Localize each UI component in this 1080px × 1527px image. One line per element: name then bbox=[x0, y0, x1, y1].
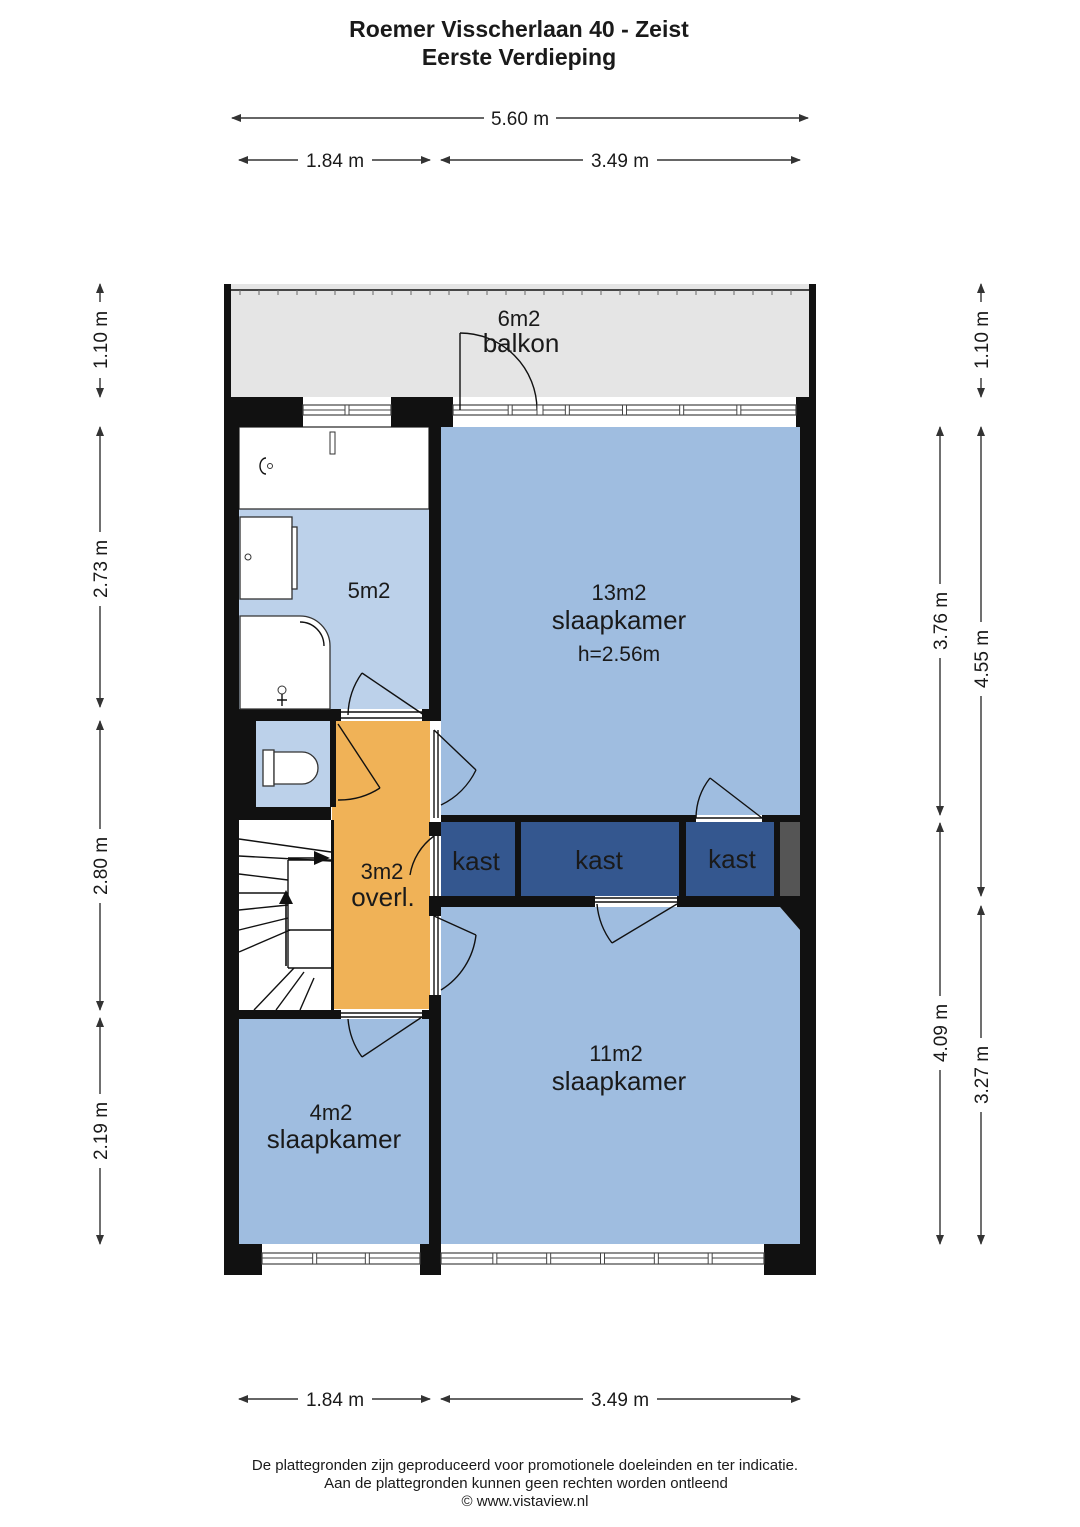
svg-text:5.60 m: 5.60 m bbox=[491, 109, 549, 130]
svg-text:h=2.56m: h=2.56m bbox=[578, 643, 660, 666]
balcony-door[interactable] bbox=[459, 332, 544, 416]
bedroom-large-area bbox=[441, 427, 800, 815]
room-label-kast-1: kast bbox=[452, 846, 500, 876]
closet-1-area bbox=[441, 822, 515, 896]
landing-area bbox=[332, 721, 430, 1009]
dimension-bottom-left: 1.84 m bbox=[238, 1390, 431, 1411]
dimension-left-2: 2.80 m bbox=[91, 720, 112, 1011]
washbasin-icon bbox=[239, 516, 298, 600]
dimension-right-balcony: 1.10 m bbox=[972, 283, 993, 398]
svg-text:1.10 m: 1.10 m bbox=[91, 311, 112, 369]
page-subtitle: Eerste Verdieping bbox=[422, 44, 616, 70]
svg-text:3.49 m: 3.49 m bbox=[591, 151, 649, 172]
window-mullion bbox=[736, 404, 742, 416]
dimension-left-balcony: 1.10 m bbox=[91, 283, 112, 398]
svg-text:1.10 m: 1.10 m bbox=[972, 311, 993, 369]
bathtub-drain-icon bbox=[259, 431, 336, 475]
window-mullion bbox=[312, 1252, 318, 1265]
copyright-link[interactable]: © www.vistaview.nl bbox=[462, 1493, 589, 1510]
dimension-right-outer-2: 3.27 m bbox=[972, 905, 993, 1245]
stair-direction-arrow-icon bbox=[279, 851, 330, 966]
window-mullion bbox=[622, 404, 627, 416]
stairs-area bbox=[239, 820, 331, 1010]
room-label-overloop: 3m2 overl. bbox=[351, 859, 415, 912]
svg-text:5m2: 5m2 bbox=[348, 578, 391, 603]
room-label-slaapkamer-4: 4m2 slaapkamer bbox=[267, 1100, 402, 1154]
windows bbox=[261, 404, 797, 1265]
svg-text:4m2: 4m2 bbox=[310, 1100, 353, 1125]
closet-3-door[interactable] bbox=[695, 777, 763, 819]
room-label-bathroom: 5m2 bbox=[348, 578, 391, 603]
closet-2-door[interactable] bbox=[595, 897, 678, 944]
landing-closet-door[interactable] bbox=[409, 835, 439, 896]
bedroom-small-door[interactable] bbox=[341, 1012, 423, 1058]
toilet-icon bbox=[262, 749, 319, 787]
window-mullion bbox=[600, 1252, 605, 1265]
room-label-kast-3: kast bbox=[708, 844, 756, 874]
svg-text:slaapkamer: slaapkamer bbox=[552, 1066, 687, 1096]
disclaimer-line-1: De plattegronden zijn geproduceerd voor … bbox=[252, 1457, 798, 1474]
svg-text:overl.: overl. bbox=[351, 882, 415, 912]
closet-3-area bbox=[686, 822, 774, 896]
svg-text:balkon: balkon bbox=[483, 328, 560, 358]
dimension-right-outer-1: 4.55 m bbox=[972, 426, 993, 897]
svg-text:3m2: 3m2 bbox=[361, 859, 404, 884]
window-mullion bbox=[507, 404, 513, 416]
svg-text:slaapkamer: slaapkamer bbox=[552, 605, 687, 635]
window-mullion bbox=[653, 1252, 659, 1265]
dimension-right-inner-2: 4.09 m bbox=[931, 822, 952, 1245]
toilet-door[interactable] bbox=[337, 723, 381, 801]
svg-text:2.80 m: 2.80 m bbox=[91, 837, 112, 895]
bedroom-medium-door[interactable] bbox=[433, 915, 477, 995]
dimension-top-total: 5.60 m bbox=[231, 109, 809, 130]
bedroom-small-area bbox=[239, 1019, 429, 1244]
svg-text:6m2: 6m2 bbox=[498, 306, 541, 331]
duct-shaft bbox=[780, 822, 800, 896]
svg-text:4.55 m: 4.55 m bbox=[972, 630, 993, 688]
room-label-slaapkamer-13: 13m2 slaapkamer h=2.56m bbox=[552, 580, 687, 666]
closet-2-area bbox=[521, 822, 679, 896]
svg-text:1.84 m: 1.84 m bbox=[306, 151, 364, 172]
svg-text:slaapkamer: slaapkamer bbox=[267, 1124, 402, 1154]
disclaimer-line-2: Aan de plattegronden kunnen geen rechten… bbox=[324, 1475, 728, 1492]
dimension-top-right: 3.49 m bbox=[440, 151, 801, 172]
window-mullion bbox=[564, 404, 570, 416]
dimension-bottom-right: 3.49 m bbox=[440, 1390, 801, 1411]
window-mullion bbox=[364, 1252, 370, 1265]
svg-text:2.73 m: 2.73 m bbox=[91, 540, 112, 598]
svg-text:3.27 m: 3.27 m bbox=[972, 1046, 993, 1104]
room-label-slaapkamer-11: 11m2 slaapkamer bbox=[552, 1041, 687, 1096]
svg-text:13m2: 13m2 bbox=[591, 580, 646, 605]
window-mullion bbox=[679, 404, 685, 416]
room-label-kast-2: kast bbox=[575, 845, 623, 875]
shower-cabin-icon bbox=[239, 615, 331, 710]
svg-text:3.76 m: 3.76 m bbox=[931, 592, 952, 650]
svg-text:2.19 m: 2.19 m bbox=[91, 1102, 112, 1160]
balcony-area bbox=[231, 284, 809, 397]
page-title: Roemer Visscherlaan 40 - Zeist bbox=[349, 16, 689, 42]
bedroom-large-door[interactable] bbox=[433, 729, 477, 818]
window-mullion bbox=[546, 1252, 552, 1265]
window-mullion bbox=[492, 1252, 498, 1265]
balcony-railing bbox=[231, 289, 809, 295]
dimension-left-3: 2.19 m bbox=[91, 1017, 112, 1245]
bathroom-door[interactable] bbox=[341, 672, 425, 719]
dimension-right-inner-1: 3.76 m bbox=[931, 426, 952, 816]
window-mullion bbox=[707, 1252, 713, 1265]
walls bbox=[224, 284, 816, 1275]
room-label-balkon: 6m2 balkon bbox=[483, 306, 560, 358]
svg-text:3.49 m: 3.49 m bbox=[591, 1390, 649, 1411]
svg-text:4.09 m: 4.09 m bbox=[931, 1004, 952, 1062]
svg-text:1.84 m: 1.84 m bbox=[306, 1390, 364, 1411]
dimension-top-left: 1.84 m bbox=[238, 151, 431, 172]
bedroom-medium-area bbox=[441, 907, 800, 1244]
svg-text:11m2: 11m2 bbox=[589, 1041, 642, 1066]
window-mullion bbox=[344, 404, 350, 416]
dimension-left-1: 2.73 m bbox=[91, 426, 112, 708]
